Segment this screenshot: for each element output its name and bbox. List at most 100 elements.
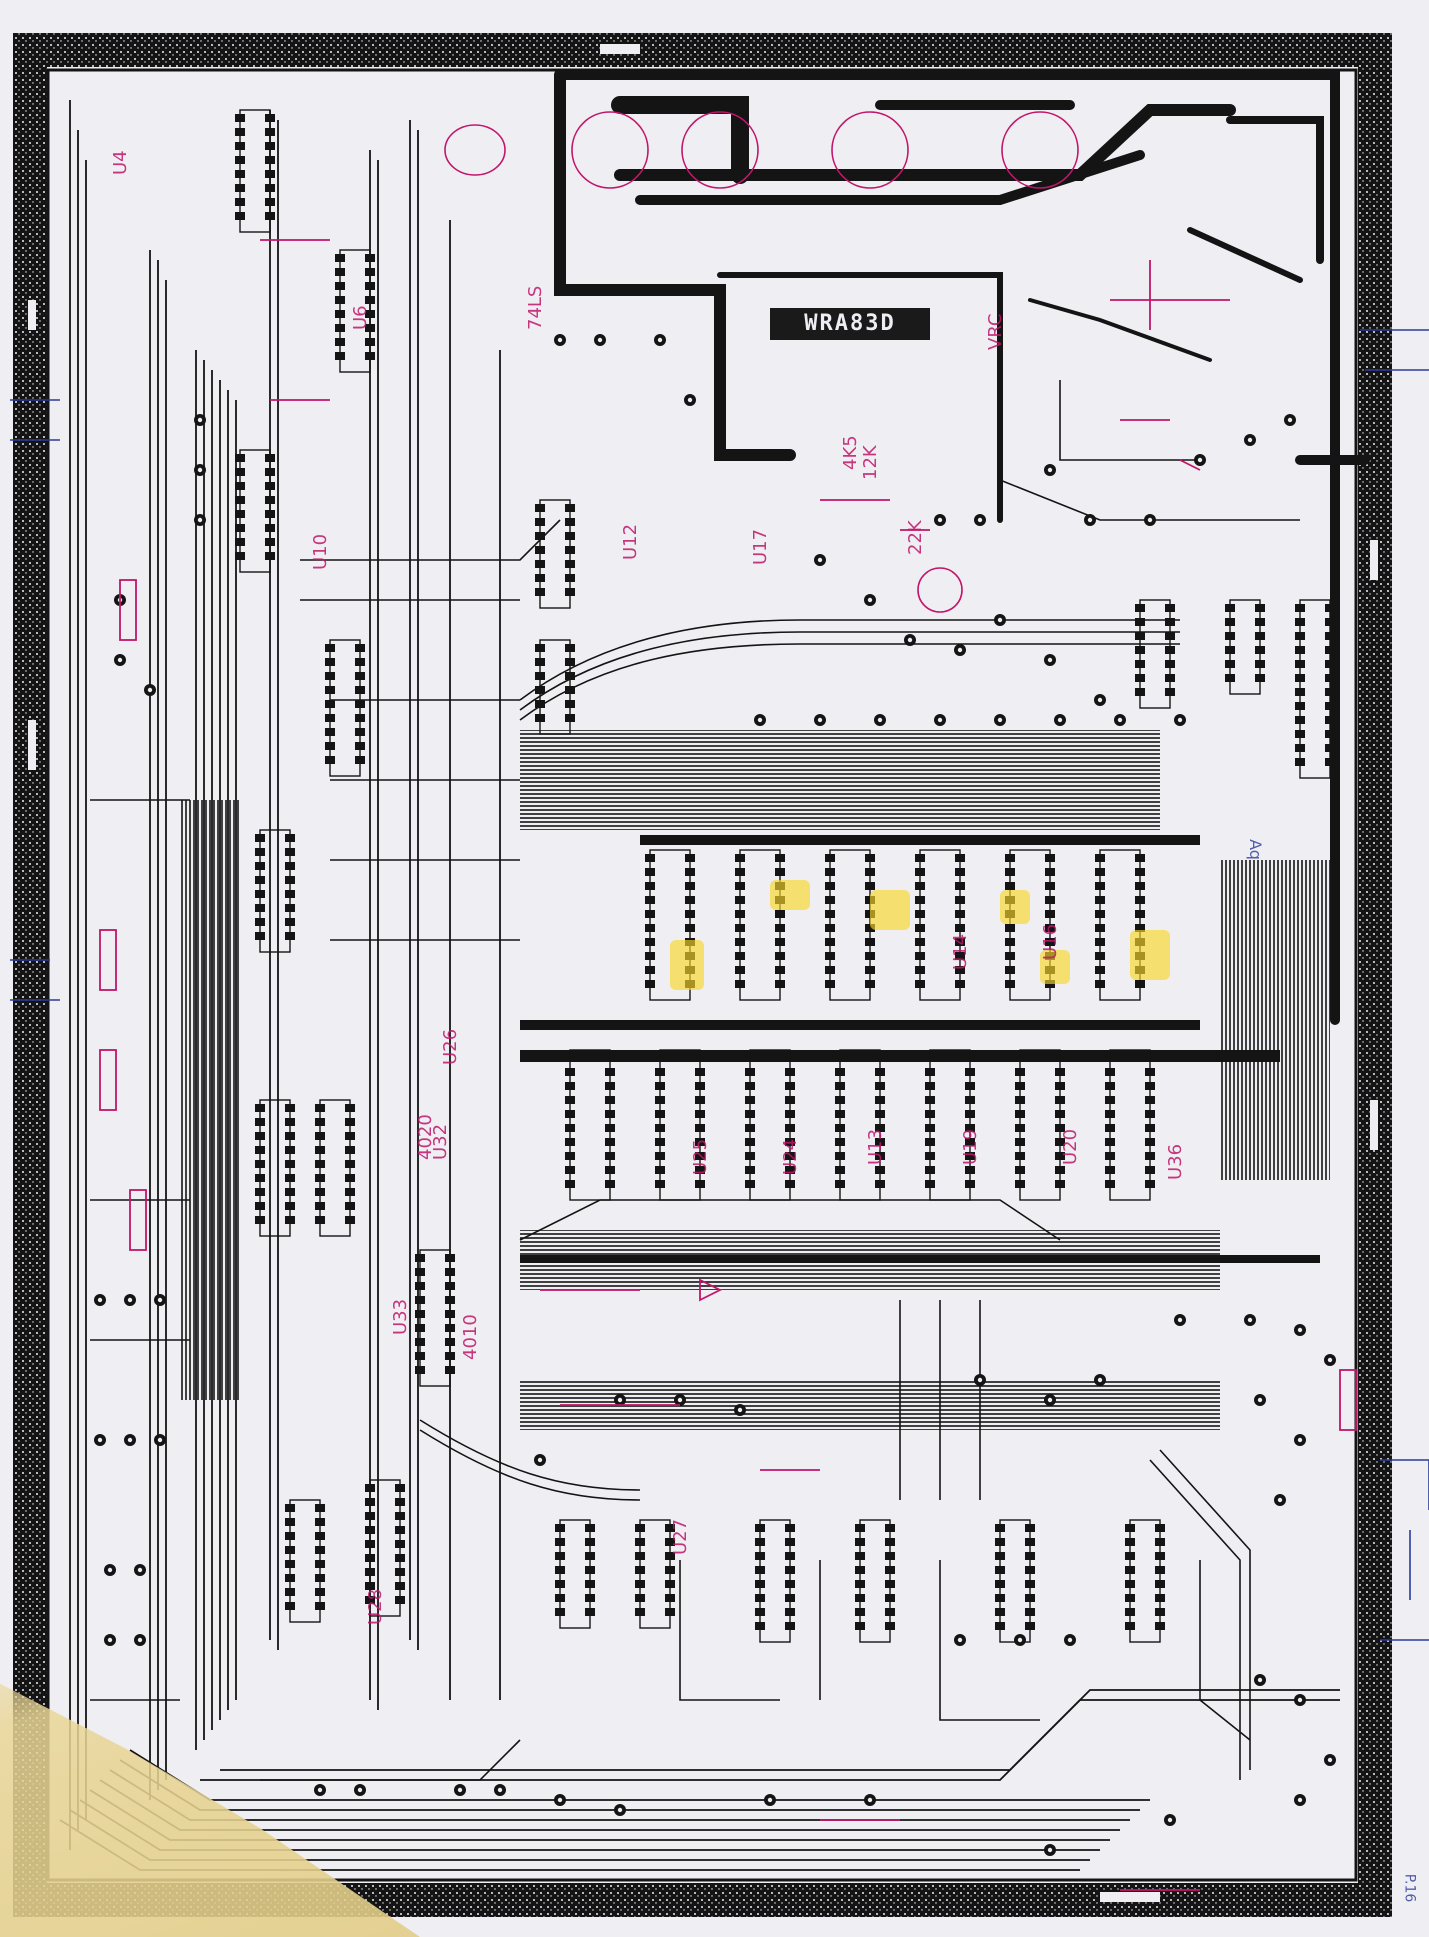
solder-pad <box>134 1564 146 1576</box>
solder-pad <box>114 654 126 666</box>
solder-pad <box>684 394 696 406</box>
solder-pad <box>954 1634 966 1646</box>
dip-package <box>825 849 875 1001</box>
solder-pad <box>494 1784 506 1796</box>
dip-package <box>415 1249 455 1387</box>
dip-package <box>995 1519 1035 1643</box>
board-outline <box>13 33 1392 1917</box>
bottom-bus-bundle <box>59 1689 1340 1871</box>
dip-package <box>535 639 575 735</box>
solder-pad <box>974 1374 986 1386</box>
ic-4020-label: 4020 <box>415 1114 436 1160</box>
edge-mark: Aq <box>1245 839 1265 860</box>
solder-pad <box>534 1454 546 1466</box>
solder-pad <box>454 1784 466 1796</box>
solder-pad <box>1064 1634 1076 1646</box>
u24-label: U24 <box>780 1138 801 1175</box>
vrc-label: VRC <box>985 313 1006 351</box>
dip-package <box>1125 1519 1165 1643</box>
solder-pad <box>154 1434 166 1446</box>
solder-pad <box>1054 714 1066 726</box>
solder-pad <box>104 1564 116 1576</box>
r-12k-label: 12K <box>860 445 881 480</box>
dip-package <box>735 849 785 1001</box>
u20-label: U20 <box>1060 1128 1081 1165</box>
solder-pad <box>1294 1324 1306 1336</box>
u36-label: U36 <box>1165 1143 1186 1180</box>
blue-annotations <box>10 329 1429 1641</box>
u6-label: U6 <box>350 305 371 330</box>
solder-pad <box>1244 1314 1256 1326</box>
solder-pad <box>954 644 966 656</box>
solder-pad <box>1274 1494 1286 1506</box>
solder-pad <box>94 1294 106 1306</box>
dip-package <box>235 449 275 573</box>
dip-package <box>255 1099 295 1237</box>
solder-pad <box>1084 514 1096 526</box>
solder-pad <box>994 614 1006 626</box>
dip-package <box>335 249 375 373</box>
dip-package <box>235 109 275 233</box>
solder-pad <box>554 1794 566 1806</box>
dip-package <box>1095 849 1145 1001</box>
solder-pad <box>1174 1314 1186 1326</box>
solder-pad <box>1164 1814 1176 1826</box>
solder-pad <box>1284 414 1296 426</box>
dip-package <box>255 829 295 953</box>
page-mark: P.16 <box>1401 1873 1418 1903</box>
u19-label: U19 <box>960 1128 981 1165</box>
solder-pad <box>864 1794 876 1806</box>
u27-label: U27 <box>670 1518 691 1555</box>
dip-package <box>755 1519 795 1643</box>
ic-4010-label: 4010 <box>460 1314 481 1360</box>
solder-pad <box>934 514 946 526</box>
solder-pad <box>194 414 206 426</box>
solder-pad <box>754 714 766 726</box>
solder-pad <box>314 1784 326 1796</box>
solder-pad <box>124 1434 136 1446</box>
solder-pad <box>1324 1754 1336 1766</box>
solder-pad <box>974 514 986 526</box>
solder-pad <box>874 714 886 726</box>
solder-pad <box>1324 1354 1336 1366</box>
u26-label: U26 <box>440 1028 461 1065</box>
solder-pad <box>934 714 946 726</box>
solder-pad <box>154 1294 166 1306</box>
solder-pad <box>1294 1794 1306 1806</box>
solder-pad <box>104 1634 116 1646</box>
solder-pad <box>614 1804 626 1816</box>
solder-pad <box>1044 464 1056 476</box>
regulator-label: WRA83D <box>770 308 930 340</box>
ram-bank-upper <box>520 835 1200 1030</box>
dip-package <box>855 1519 895 1643</box>
u17-label: U17 <box>750 528 771 565</box>
solder-pad <box>1094 1374 1106 1386</box>
dip-package <box>1225 599 1265 695</box>
red-annotations <box>99 239 1357 1891</box>
solder-pad <box>814 714 826 726</box>
solder-pad <box>1174 714 1186 726</box>
solder-pad <box>764 1794 776 1806</box>
solder-pad <box>124 1294 136 1306</box>
solder-pad <box>194 514 206 526</box>
solder-pad <box>94 1434 106 1446</box>
solder-pad <box>904 634 916 646</box>
u12-label: U12 <box>620 523 641 560</box>
dip-package <box>325 639 365 777</box>
dip-package <box>315 1099 355 1237</box>
u13-label: U13 <box>865 1128 886 1165</box>
dip-package <box>655 1049 705 1201</box>
dip-package <box>565 1049 615 1201</box>
solder-pad <box>134 1634 146 1646</box>
left-signal-bus <box>69 100 501 1850</box>
power-supply-traces <box>554 69 1370 1025</box>
u14-label: U14 <box>950 933 971 970</box>
dip-package <box>285 1499 325 1623</box>
solder-pad <box>1254 1394 1266 1406</box>
solder-pad <box>1144 514 1156 526</box>
solder-pad <box>194 464 206 476</box>
interconnect-traces <box>90 380 1300 1781</box>
solder-pad <box>1044 1844 1056 1856</box>
solder-pad <box>734 1404 746 1416</box>
